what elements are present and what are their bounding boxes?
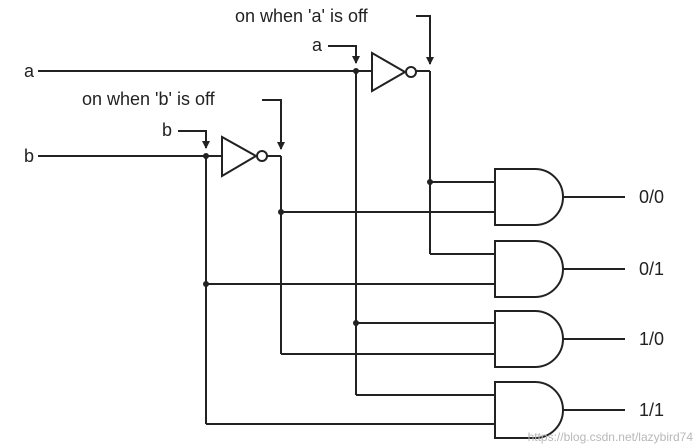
inverter-b-tap-label: b [162,120,172,140]
not-gate-a [371,51,408,93]
inverter-a-tap-arrow [328,45,360,64]
not-gate-a-bubble [405,66,417,78]
inverter-b-annotation-arrow [262,99,285,150]
inverter-b-tap-arrow [178,130,210,149]
junction-b [203,153,209,159]
output-label-01: 0/1 [639,259,664,279]
input-a-label: a [24,61,35,81]
input-b-label: b [24,146,34,166]
junction-a [353,68,359,74]
and-gate-11 [494,381,564,439]
inverter-b: b on when 'b' is off [82,89,285,178]
and-gate-00 [494,168,564,226]
junction-a-2 [353,320,359,326]
output-label-11: 1/1 [639,400,664,420]
inverter-b-annotation: on when 'b' is off [82,89,216,109]
inverter-a-annotation: on when 'a' is off [235,6,369,26]
and-gate-01 [494,240,564,298]
not-gate-b-bubble [256,150,268,162]
watermark: https://blog.csdn.net/lazybird74 [528,430,694,444]
junction-b-2 [203,281,209,287]
output-label-10: 1/0 [639,329,664,349]
input-b: b [24,146,222,166]
not-gate-b [221,135,259,178]
output-label-00: 0/0 [639,187,664,207]
inverter-a-annotation-arrow [416,15,434,65]
and-gate-10 [494,310,564,368]
input-a: a [24,61,372,81]
inverter-a-tap-label: a [312,35,323,55]
inverter-a: a on when 'a' is off [235,6,434,93]
junction-not-a [427,179,433,185]
junction-not-b [278,209,284,215]
